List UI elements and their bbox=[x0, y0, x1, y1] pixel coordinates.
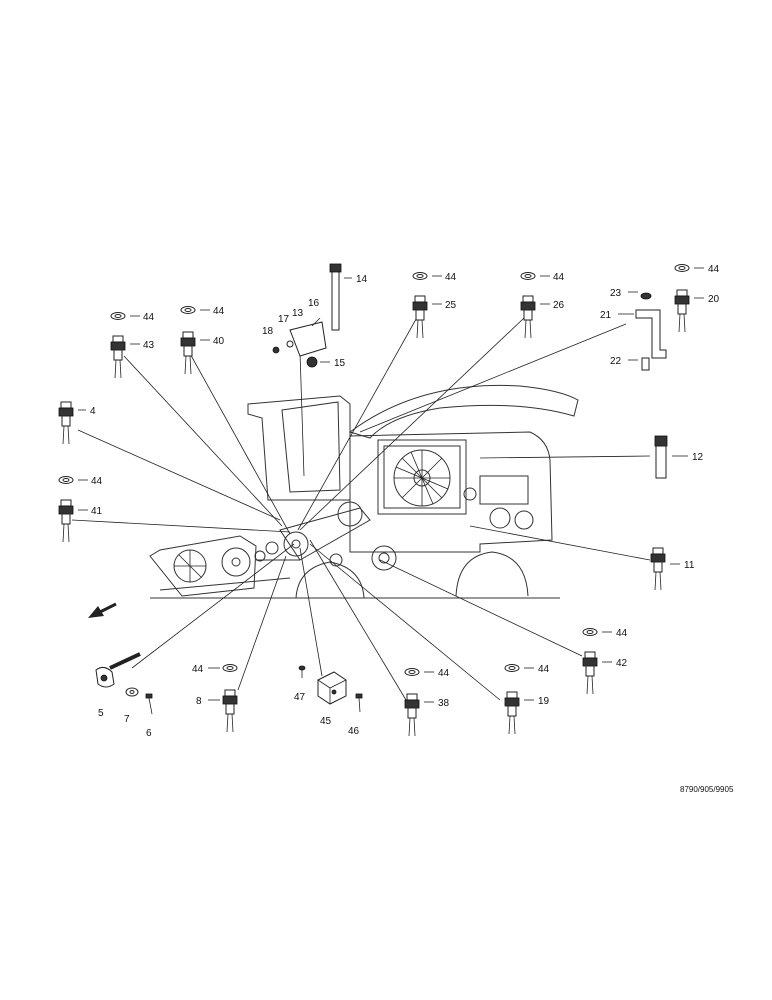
bracket-assembly-icon bbox=[272, 317, 327, 368]
sensor-12-icon bbox=[654, 435, 668, 479]
callout-15: 15 bbox=[334, 358, 346, 369]
washer-44-icon bbox=[674, 264, 690, 272]
sensor-43-icon bbox=[110, 335, 126, 379]
callout-26: 26 bbox=[553, 300, 565, 311]
callout-46: 46 bbox=[348, 726, 360, 737]
callout-20: 20 bbox=[708, 294, 720, 305]
callout-13: 13 bbox=[292, 308, 304, 319]
callout-44: 44 bbox=[538, 664, 550, 675]
leader-lines bbox=[71, 311, 651, 701]
washer-44-icon bbox=[222, 664, 238, 672]
relay-block-45-icon bbox=[298, 665, 363, 713]
callout-8: 8 bbox=[196, 696, 202, 707]
sensor-40-icon bbox=[180, 331, 196, 375]
callout-22: 22 bbox=[610, 356, 622, 367]
callout-45: 45 bbox=[320, 716, 332, 727]
sensor-42-icon bbox=[582, 651, 598, 695]
lever-5-icon bbox=[95, 652, 153, 715]
sensor-25-icon bbox=[412, 295, 428, 339]
callout-12: 12 bbox=[692, 452, 704, 463]
callout-14: 14 bbox=[356, 274, 368, 285]
sensor-19-icon bbox=[504, 691, 520, 735]
callout-5: 5 bbox=[98, 708, 104, 719]
washer-44-icon bbox=[412, 272, 428, 280]
callout-47: 47 bbox=[294, 692, 306, 703]
callout-43: 43 bbox=[143, 340, 155, 351]
callout-44: 44 bbox=[445, 272, 457, 283]
callout-17: 17 bbox=[278, 314, 290, 325]
callout-21: 21 bbox=[600, 310, 612, 321]
callout-44: 44 bbox=[213, 306, 225, 317]
sensor-26-icon bbox=[520, 295, 536, 339]
callout-23: 23 bbox=[610, 288, 622, 299]
callout-44: 44 bbox=[616, 628, 628, 639]
callout-44: 44 bbox=[143, 312, 155, 323]
callout-38: 38 bbox=[438, 698, 450, 709]
callout-44: 44 bbox=[708, 264, 720, 275]
callout-42: 42 bbox=[616, 658, 628, 669]
rod-14-icon bbox=[329, 263, 342, 331]
callout-44: 44 bbox=[91, 476, 103, 487]
washer-44-icon bbox=[58, 476, 74, 484]
washer-44-icon bbox=[582, 628, 598, 636]
washer-44-icon bbox=[180, 306, 196, 314]
washer-44-icon bbox=[504, 664, 520, 672]
sensor-38-icon bbox=[404, 693, 420, 737]
callout-25: 25 bbox=[445, 300, 457, 311]
callout-40: 40 bbox=[213, 336, 225, 347]
direction-arrow-icon bbox=[88, 602, 117, 618]
sensor-41-icon bbox=[58, 499, 74, 543]
callout-18: 18 bbox=[262, 326, 274, 337]
callout-44: 44 bbox=[192, 664, 204, 675]
callout-44: 44 bbox=[553, 272, 565, 283]
sensor-20-icon bbox=[674, 289, 690, 333]
mounting-bracket-21-icon bbox=[635, 292, 667, 371]
callout-16: 16 bbox=[308, 298, 320, 309]
sensor-8-icon bbox=[222, 689, 238, 733]
callout-41: 41 bbox=[91, 506, 103, 517]
washer-44-icon bbox=[110, 312, 126, 320]
callout-6: 6 bbox=[146, 728, 152, 739]
washer-44-icon bbox=[520, 272, 536, 280]
callout-11: 11 bbox=[684, 560, 695, 571]
callout-19: 19 bbox=[538, 696, 550, 707]
callout-44: 44 bbox=[438, 668, 450, 679]
washer-44-icon bbox=[404, 668, 420, 676]
callout-7: 7 bbox=[124, 714, 130, 725]
sensor-11-icon bbox=[650, 547, 666, 591]
sensor-4-icon bbox=[58, 401, 74, 445]
harvester-outline bbox=[149, 384, 579, 599]
drawing-reference: 8790/905/9905 bbox=[680, 785, 734, 794]
callout-4: 4 bbox=[90, 406, 96, 417]
